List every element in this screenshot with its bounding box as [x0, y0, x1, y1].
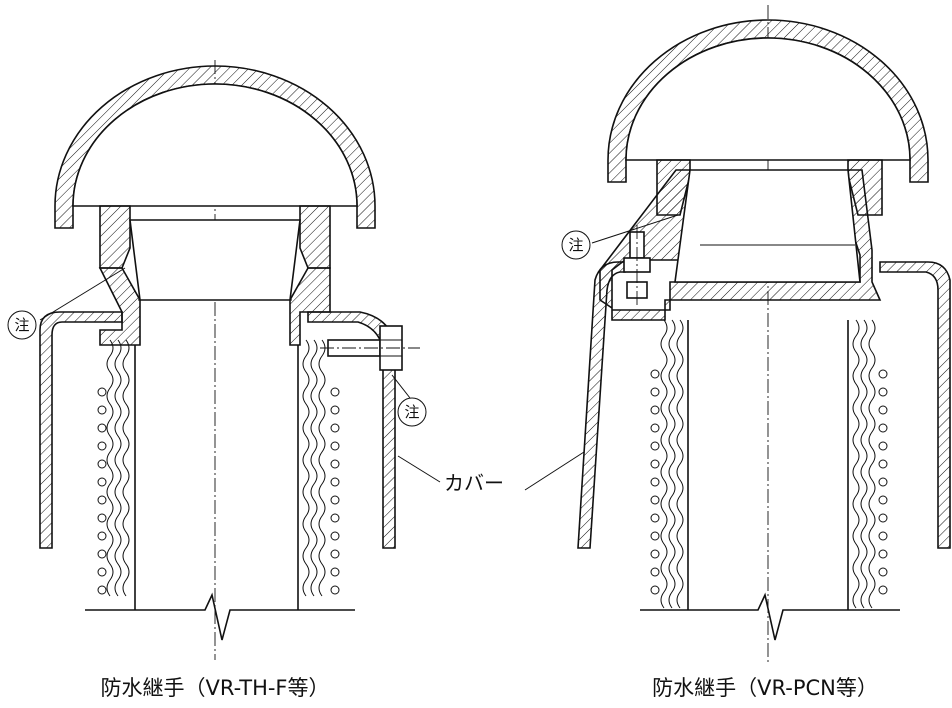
cover-label: カバー	[444, 471, 504, 495]
right-caption: 防水継手（VR-PCN等）	[652, 676, 878, 700]
right-gasket-r3	[868, 319, 876, 609]
right-leader-cover	[524, 451, 585, 491]
right-corrugation-l	[650, 369, 660, 595]
left-leader-cover	[397, 455, 441, 483]
right-leader-note	[591, 214, 679, 244]
right-joint-drawing: 注 防水継手（VR-PCN等）	[524, 5, 951, 700]
left-joint-drawing: 注 注 防水継手（VR-TH-F等）	[7, 60, 441, 700]
left-cover	[39, 311, 123, 549]
left-dome-inner	[72, 83, 358, 207]
left-gasket-r	[302, 339, 310, 597]
right-note-circle	[561, 230, 591, 260]
left-bolt	[320, 325, 420, 371]
right-corrugation-r	[878, 369, 888, 595]
left-body-flange-r	[289, 267, 331, 346]
right-pipe-break	[640, 592, 900, 641]
left-gasket-r2	[310, 339, 318, 597]
right-gasket-l2	[668, 319, 676, 609]
left-gasket-l3	[122, 339, 130, 597]
left-leader-upper	[39, 267, 126, 321]
left-gasket-l2	[114, 339, 122, 597]
left-corrugation-r	[330, 387, 340, 595]
left-collar-left	[99, 205, 131, 269]
left-body-flange	[98, 267, 141, 346]
left-gasket-r3	[318, 339, 326, 597]
left-corrugation-l	[97, 387, 107, 595]
right-dome-inner	[625, 37, 911, 161]
right-note: 注	[568, 236, 583, 254]
left-gasket-l	[106, 339, 114, 597]
left-caption: 防水継手（VR-TH-F等）	[100, 676, 329, 700]
left-note-upper: 注	[14, 316, 29, 334]
right-cover	[577, 261, 626, 549]
left-note-circle-lower	[397, 397, 427, 427]
left-leader-lower	[391, 374, 411, 399]
right-cover-right	[879, 261, 951, 549]
right-gasket-r	[852, 319, 860, 609]
right-bolt	[623, 225, 651, 305]
left-note-circle-upper	[7, 310, 37, 340]
right-gasket-r2	[860, 319, 868, 609]
right-gasket-l3	[676, 319, 684, 609]
left-note-lower: 注	[404, 403, 419, 421]
left-collar-right	[299, 205, 331, 269]
right-gasket-l	[660, 319, 668, 609]
left-inner-bell	[129, 219, 301, 301]
left-pipe-break	[85, 592, 355, 641]
right-inner-bell	[674, 169, 861, 283]
